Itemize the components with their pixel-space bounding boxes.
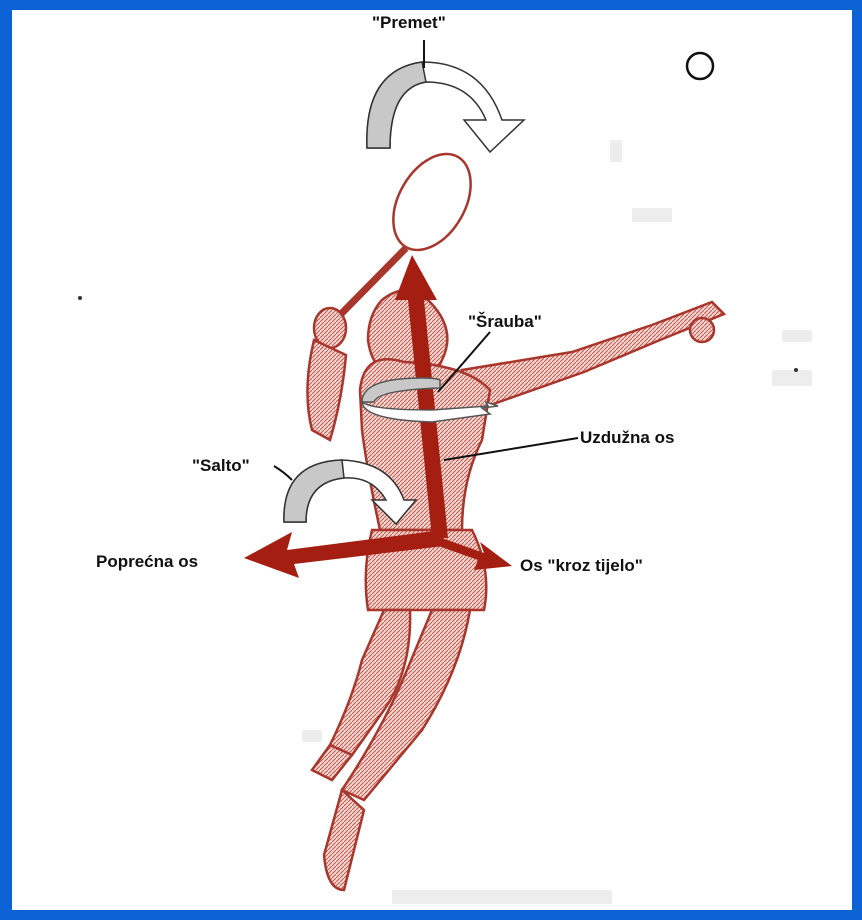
- label-kroz-tijelo: Os "kroz tijelo": [520, 556, 643, 576]
- premet-rotation-arrow: [367, 62, 524, 152]
- tennis-player-figure: [307, 140, 724, 890]
- diagram-frame: "Premet" "Šrauba" Uzdužna os "Salto" Pop…: [12, 10, 852, 910]
- label-uzduzna-os: Uzdužna os: [580, 428, 674, 448]
- label-premet: "Premet": [372, 13, 446, 33]
- label-poprecna-os: Poprećna os: [96, 552, 198, 572]
- label-srauba: "Šrauba": [468, 312, 542, 332]
- label-salto: "Salto": [192, 456, 250, 476]
- racket-head: [377, 140, 486, 263]
- rotation-axes-diagram: [12, 10, 852, 910]
- circle-icon: [687, 53, 713, 79]
